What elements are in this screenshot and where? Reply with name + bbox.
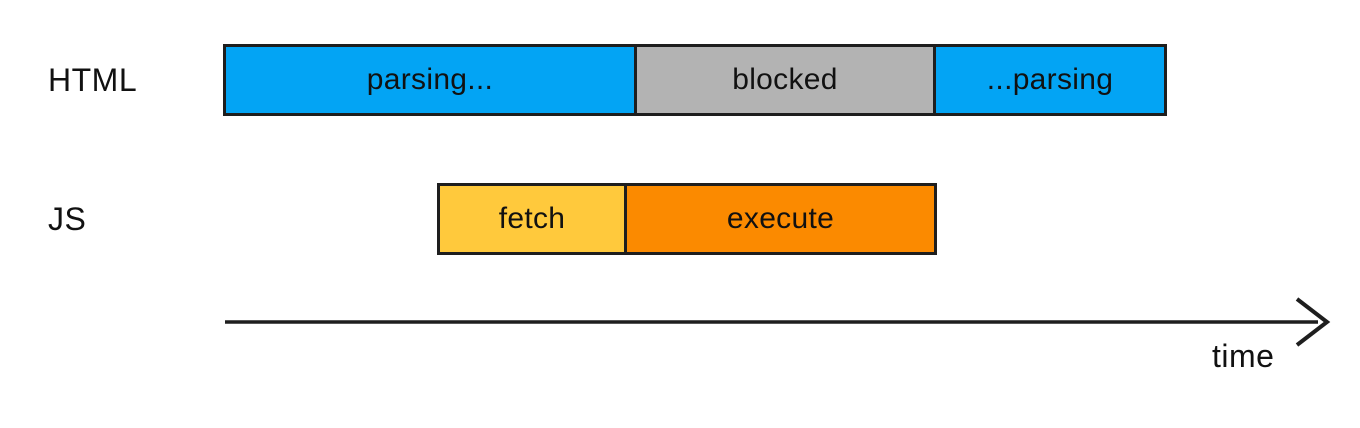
segment-parsing-resume: ...parsing [936, 44, 1167, 116]
time-axis-label: time [1212, 338, 1275, 374]
segment-label: execute [726, 202, 835, 235]
segment-fetch: fetch [437, 183, 627, 255]
segment-parsing-start: parsing... [223, 44, 637, 116]
segment-label: blocked [732, 63, 838, 96]
html-timeline-bar: parsing... blocked ...parsing [223, 44, 1167, 116]
js-timeline-bar: fetch execute [437, 183, 937, 255]
row-label-js: JS [48, 201, 87, 237]
segment-label: parsing... [366, 63, 494, 96]
segment-label: ...parsing [986, 63, 1114, 96]
segment-blocked: blocked [637, 44, 936, 116]
segment-label: fetch [498, 202, 566, 235]
segment-execute: execute [627, 183, 937, 255]
row-label-html: HTML [48, 62, 138, 98]
